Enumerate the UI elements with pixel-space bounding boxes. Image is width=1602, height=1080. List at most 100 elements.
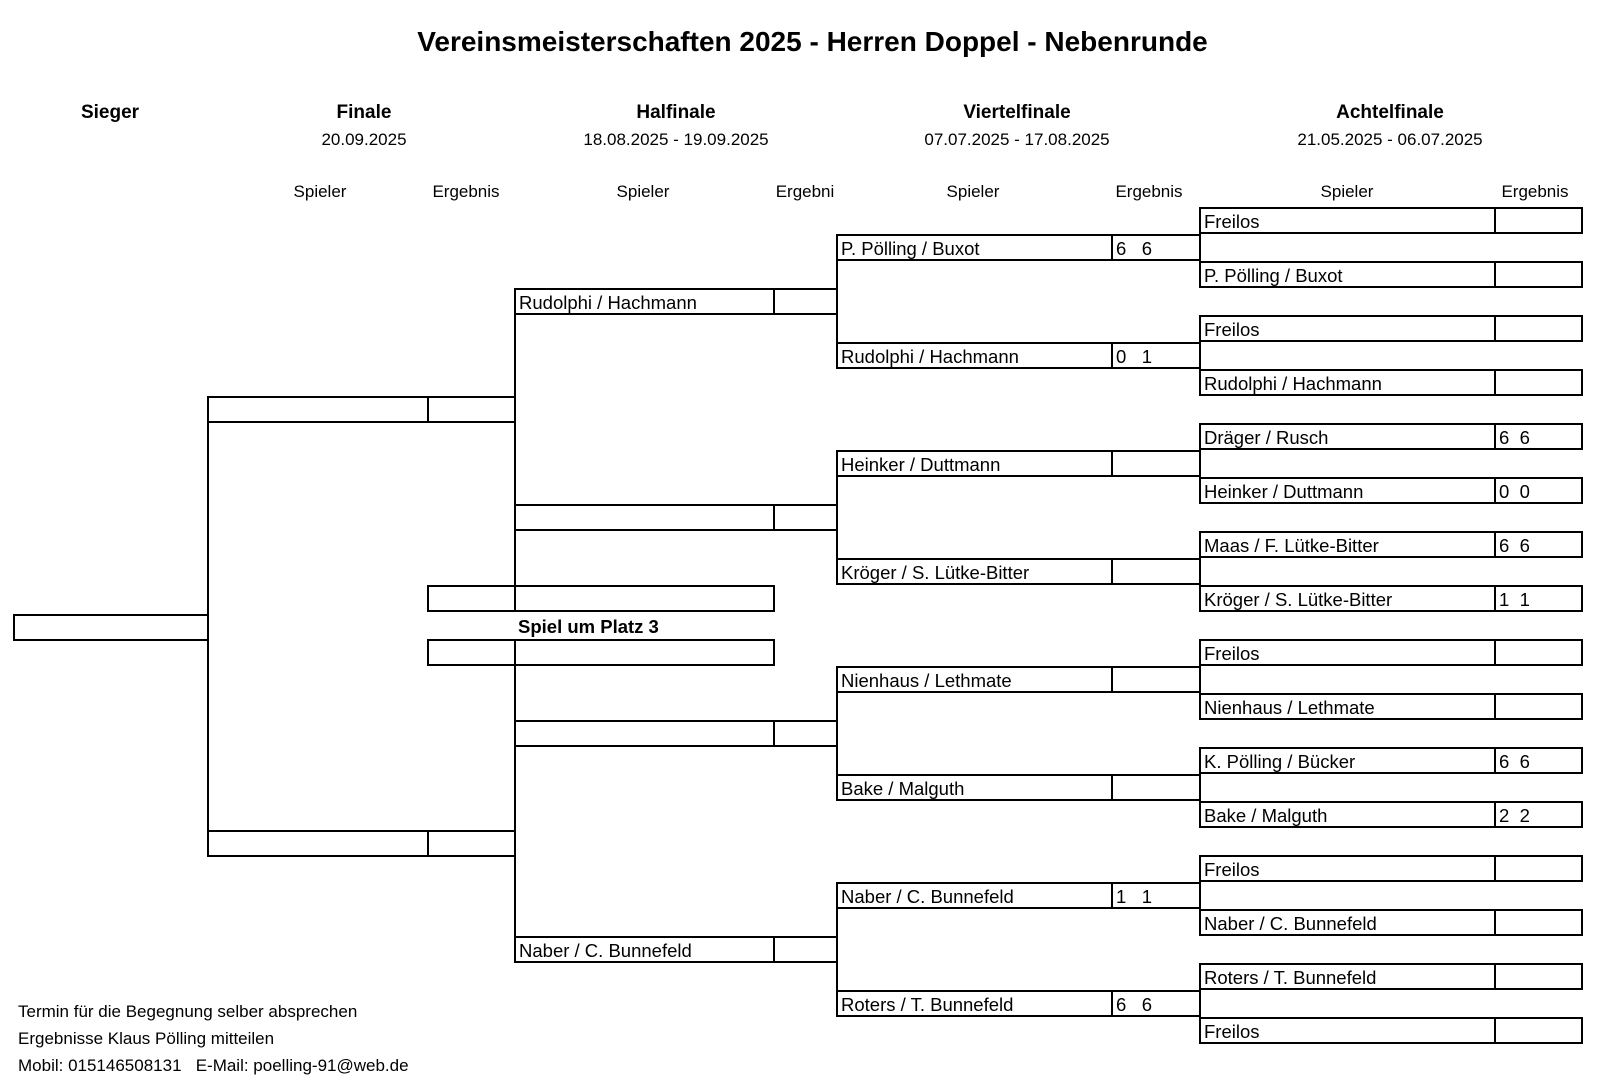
player-name: Bake / Malguth <box>841 778 965 799</box>
finale-score-cell[interactable] <box>427 830 516 857</box>
achtel-score-cell[interactable] <box>1494 693 1583 720</box>
finale-score-cell[interactable] <box>427 396 516 423</box>
connector-line <box>514 830 516 857</box>
achtel-name-cell[interactable]: Nienhaus / Lethmate <box>1199 693 1496 720</box>
player-name: Naber / C. Bunnefeld <box>1204 913 1377 934</box>
score: 6 6 <box>1499 427 1530 448</box>
viertel-name-cell[interactable]: Kröger / S. Lütke-Bitter <box>836 558 1113 585</box>
finale-name-cell[interactable] <box>207 396 429 423</box>
viertel-score-cell[interactable]: 6 6 <box>1111 234 1201 261</box>
achtel-score-cell[interactable] <box>1494 369 1583 396</box>
connector-line <box>514 396 516 423</box>
score: 6 6 <box>1116 238 1152 259</box>
player-name: Heinker / Duttmann <box>1204 481 1364 502</box>
achtel-name-cell[interactable]: Freilos <box>1199 639 1496 666</box>
achtel-score-cell[interactable] <box>1494 207 1583 234</box>
col-header-achtel-spieler: Spieler <box>1320 182 1374 201</box>
viertel-name-cell[interactable]: Roters / T. Bunnefeld <box>836 990 1113 1017</box>
player-name: Freilos <box>1204 1021 1260 1042</box>
platz3-name-cell[interactable] <box>514 639 775 666</box>
achtel-name-cell[interactable]: Kröger / S. Lütke-Bitter <box>1199 585 1496 612</box>
achtel-name-cell[interactable]: Dräger / Rusch <box>1199 423 1496 450</box>
platz3-name-cell[interactable] <box>514 585 775 612</box>
achtel-name-cell[interactable]: Freilos <box>1199 207 1496 234</box>
connector-line <box>1199 665 1201 693</box>
achtel-name-cell[interactable]: Bake / Malguth <box>1199 801 1496 828</box>
achtel-score-cell[interactable] <box>1494 315 1583 342</box>
achtel-name-cell[interactable]: Rudolphi / Hachmann <box>1199 369 1496 396</box>
viertel-score-cell[interactable]: 0 1 <box>1111 342 1201 369</box>
achtel-score-cell[interactable] <box>1494 963 1583 990</box>
finale-name-cell[interactable] <box>207 830 429 857</box>
platz3-score-cell[interactable] <box>427 639 516 666</box>
viertel-name-cell[interactable]: Nienhaus / Lethmate <box>836 666 1113 693</box>
viertel-score-cell[interactable] <box>1111 666 1201 693</box>
connector-line <box>836 475 838 585</box>
connector-line <box>1199 233 1201 261</box>
achtel-score-cell[interactable] <box>1494 909 1583 936</box>
round-date-achtelfinale: 21.05.2025 - 06.07.2025 <box>1297 130 1483 149</box>
achtel-name-cell[interactable]: P. Pölling / Buxot <box>1199 261 1496 288</box>
platz3-label: Spiel um Platz 3 <box>518 616 659 637</box>
halb-score-cell[interactable] <box>773 504 838 531</box>
achtel-score-cell[interactable] <box>1494 261 1583 288</box>
round-date-viertelfinale: 07.07.2025 - 17.08.2025 <box>924 130 1110 149</box>
round-header-viertelfinale: Viertelfinale <box>963 102 1071 123</box>
col-header-halb-ergebnis: Ergebni <box>775 182 835 201</box>
halb-name-cell[interactable] <box>514 720 775 747</box>
halb-score-cell[interactable] <box>773 936 838 963</box>
round-header-sieger: Sieger <box>80 102 140 123</box>
achtel-name-cell[interactable]: Heinker / Duttmann <box>1199 477 1496 504</box>
connector-line <box>1199 881 1201 909</box>
achtel-name-cell[interactable]: Freilos <box>1199 1017 1496 1044</box>
achtel-name-cell[interactable]: Freilos <box>1199 855 1496 882</box>
round-header-halbfinale: Halfinale <box>636 102 716 123</box>
achtel-name-cell[interactable]: Maas / F. Lütke-Bitter <box>1199 531 1496 558</box>
halb-name-cell[interactable] <box>514 504 775 531</box>
score: 2 2 <box>1499 805 1530 826</box>
achtel-score-cell[interactable]: 6 6 <box>1494 423 1583 450</box>
viertel-name-cell[interactable]: Naber / C. Bunnefeld <box>836 882 1113 909</box>
achtel-name-cell[interactable]: K. Pölling / Bücker <box>1199 747 1496 774</box>
viertel-name-cell[interactable]: Bake / Malguth <box>836 774 1113 801</box>
viertel-score-cell[interactable] <box>1111 774 1201 801</box>
achtel-score-cell[interactable]: 0 0 <box>1494 477 1583 504</box>
achtel-score-cell[interactable] <box>1494 1017 1583 1044</box>
achtel-score-cell[interactable] <box>1494 855 1583 882</box>
player-name: Rudolphi / Hachmann <box>519 292 697 313</box>
halb-name-cell[interactable]: Rudolphi / Hachmann <box>514 288 775 315</box>
footer-line: Termin für die Begegnung selber absprech… <box>18 1002 358 1021</box>
achtel-score-cell[interactable] <box>1494 639 1583 666</box>
player-name: Maas / F. Lütke-Bitter <box>1204 535 1379 556</box>
viertel-score-cell[interactable]: 1 1 <box>1111 882 1201 909</box>
viertel-score-cell[interactable] <box>1111 558 1201 585</box>
halb-score-cell[interactable] <box>773 720 838 747</box>
connector-line <box>1199 989 1201 1017</box>
viertel-name-cell[interactable]: Rudolphi / Hachmann <box>836 342 1113 369</box>
round-header-achtelfinale: Achtelfinale <box>1336 102 1444 123</box>
achtel-score-cell[interactable]: 6 6 <box>1494 531 1583 558</box>
page-title: Vereinsmeisterschaften 2025 - Herren Dop… <box>417 26 1208 57</box>
achtel-name-cell[interactable]: Naber / C. Bunnefeld <box>1199 909 1496 936</box>
viertel-name-cell[interactable]: P. Pölling / Buxot <box>836 234 1113 261</box>
platz3-score-cell[interactable] <box>427 585 516 612</box>
player-name: Nienhaus / Lethmate <box>841 670 1012 691</box>
achtel-name-cell[interactable]: Roters / T. Bunnefeld <box>1199 963 1496 990</box>
achtel-score-cell[interactable]: 6 6 <box>1494 747 1583 774</box>
viertel-score-cell[interactable]: 6 6 <box>1111 990 1201 1017</box>
achtel-name-cell[interactable]: Freilos <box>1199 315 1496 342</box>
score: 6 6 <box>1499 751 1530 772</box>
viertel-score-cell[interactable] <box>1111 450 1201 477</box>
player-name: Heinker / Duttmann <box>841 454 1001 475</box>
player-name: P. Pölling / Buxot <box>841 238 980 259</box>
connector-line <box>514 666 516 720</box>
halb-name-cell[interactable]: Naber / C. Bunnefeld <box>514 936 775 963</box>
sieger-cell[interactable] <box>13 614 209 641</box>
round-header-finale: Finale <box>336 102 392 123</box>
col-header-finale-spieler: Spieler <box>293 182 347 201</box>
connector-line <box>1199 773 1201 801</box>
viertel-name-cell[interactable]: Heinker / Duttmann <box>836 450 1113 477</box>
achtel-score-cell[interactable]: 2 2 <box>1494 801 1583 828</box>
achtel-score-cell[interactable]: 1 1 <box>1494 585 1583 612</box>
halb-score-cell[interactable] <box>773 288 838 315</box>
